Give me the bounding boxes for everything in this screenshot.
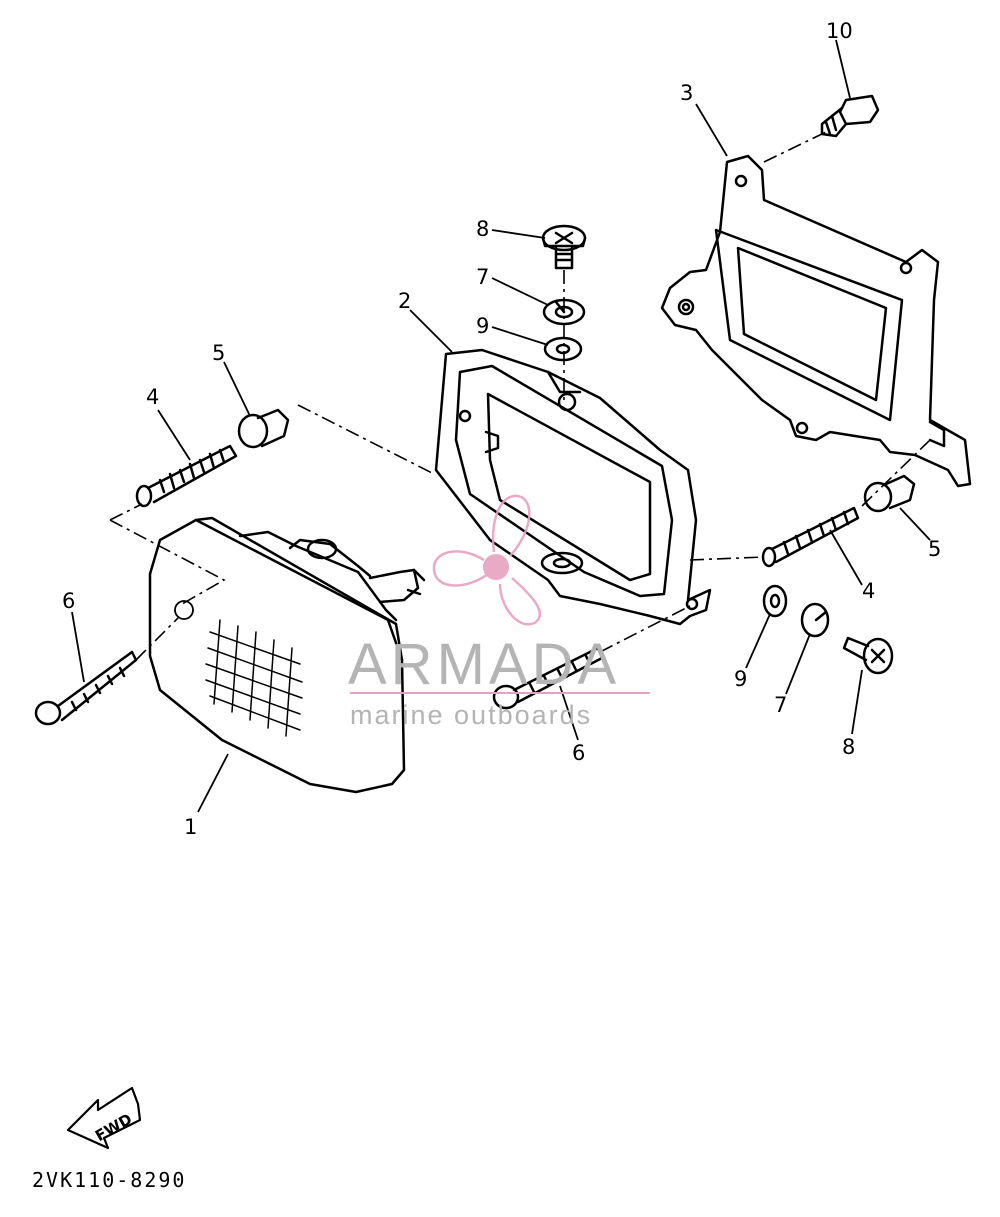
callout-6-left: 6: [62, 589, 75, 613]
screw-part-6-right: [492, 646, 604, 710]
callout-5-left: 5: [212, 341, 225, 365]
headlight-adjuster-hole: [174, 600, 194, 620]
washer-part-9-right: [762, 584, 788, 618]
callout-labels: 10 3 8 7 9 2 5 4 6 5 4 9 7 8 6 1: [62, 19, 941, 839]
watermark-subtitle: marine outboards: [350, 700, 592, 730]
grommet-part-5-right: [863, 474, 916, 513]
assembly-lines: [109, 131, 931, 661]
headlight-lens-pattern: [205, 619, 303, 737]
callout-3: 3: [680, 81, 693, 105]
callout-2: 2: [398, 289, 411, 313]
callout-8-right: 8: [842, 735, 855, 759]
callout-9-right: 9: [734, 667, 747, 691]
mounting-bracket-part-3: [660, 154, 972, 488]
callout-8-upper: 8: [476, 217, 489, 241]
fwd-arrow-icon: FWD: [66, 1086, 142, 1150]
callout-10: 10: [826, 19, 853, 43]
screw-part-6-left: [34, 650, 138, 726]
callout-1: 1: [184, 815, 197, 839]
callout-4-right: 4: [862, 579, 875, 603]
washer-part-9-upper: [543, 336, 583, 362]
callout-6-right: 6: [572, 741, 585, 765]
leader-lines: [71, 39, 931, 813]
callout-7-right: 7: [774, 693, 787, 717]
screw-part-8-upper: [541, 224, 587, 270]
callout-5-right: 5: [928, 537, 941, 561]
spring-part-4-left: [135, 444, 238, 508]
spring-part-4-right: [761, 506, 860, 568]
grommet-part-5-left: [237, 408, 290, 449]
watermark-title: ARMADA: [348, 632, 620, 697]
callout-9-upper: 9: [476, 314, 489, 338]
callout-4-left: 4: [146, 385, 159, 409]
screw-part-8-right: [842, 636, 894, 675]
propeller-logo-icon: [432, 494, 542, 626]
headlight-frame-part-2: [434, 348, 712, 626]
bolt-part-10: [820, 94, 880, 138]
headlight-unit-part-1: [148, 516, 426, 794]
callout-7-upper: 7: [476, 265, 489, 289]
clip-part-7-right: [800, 602, 830, 638]
armada-watermark: ARMADA marine outboards: [348, 494, 650, 730]
drawing-code: 2VK110-8290: [32, 1168, 186, 1192]
